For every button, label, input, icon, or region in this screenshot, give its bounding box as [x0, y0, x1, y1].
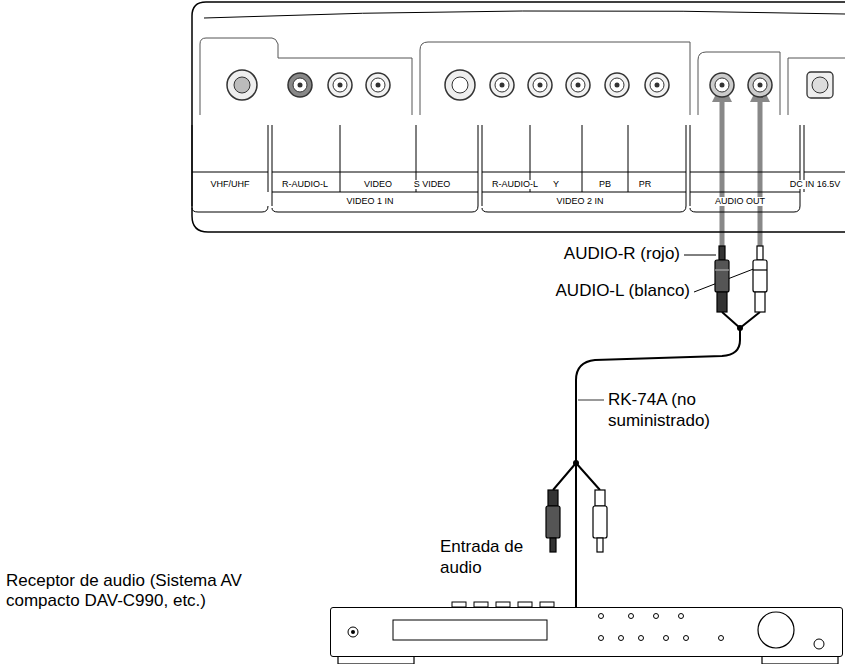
cable-label: RK-74A (no suministrado)	[608, 389, 758, 432]
connector-label: VIDEO 1 IN	[345, 197, 394, 206]
receiver-foot	[762, 656, 838, 664]
connector-label: AUDIO OUT	[714, 197, 766, 206]
cable-branch	[722, 312, 740, 328]
receiver-foot	[338, 656, 414, 664]
connector-label: PB	[598, 180, 612, 189]
connector-label: VHF/UHF	[210, 180, 251, 189]
plug-white	[753, 246, 767, 312]
audio-cable	[576, 92, 760, 607]
connector-label: Y	[552, 180, 560, 189]
connector-label: R-AUDIO-L	[491, 180, 539, 189]
plug-white	[593, 490, 607, 552]
tv-back-panel: VHF/UHF R-AUDIO-L VIDEO S VIDEO VIDEO 1 IN R-…	[190, 0, 845, 233]
device-label: Receptor de audio (Sistema AV compacto D…	[6, 571, 306, 610]
connector-label: DC IN 16.5V	[789, 180, 842, 189]
connector-label: PR	[638, 180, 653, 189]
connector-label: VIDEO	[363, 180, 393, 189]
cable-color-label: AUDIO-L (blanco)	[556, 280, 690, 301]
receiver-front	[331, 608, 841, 655]
plug-red	[546, 490, 560, 552]
input-label: Entrada de audio	[440, 536, 538, 579]
leader-line	[578, 399, 604, 401]
connector-label: VIDEO 2 IN	[555, 197, 604, 206]
plug-red	[715, 246, 729, 312]
cable-color-label: AUDIO-R (rojo)	[564, 243, 680, 264]
audio-receiver: Receptor de audio (Sistema AV compacto D…	[330, 607, 843, 657]
connector-label: R-AUDIO-L	[281, 180, 329, 189]
plug-arrow	[720, 92, 725, 246]
leader-line	[684, 255, 716, 256]
connector-label: S VIDEO	[413, 180, 452, 189]
